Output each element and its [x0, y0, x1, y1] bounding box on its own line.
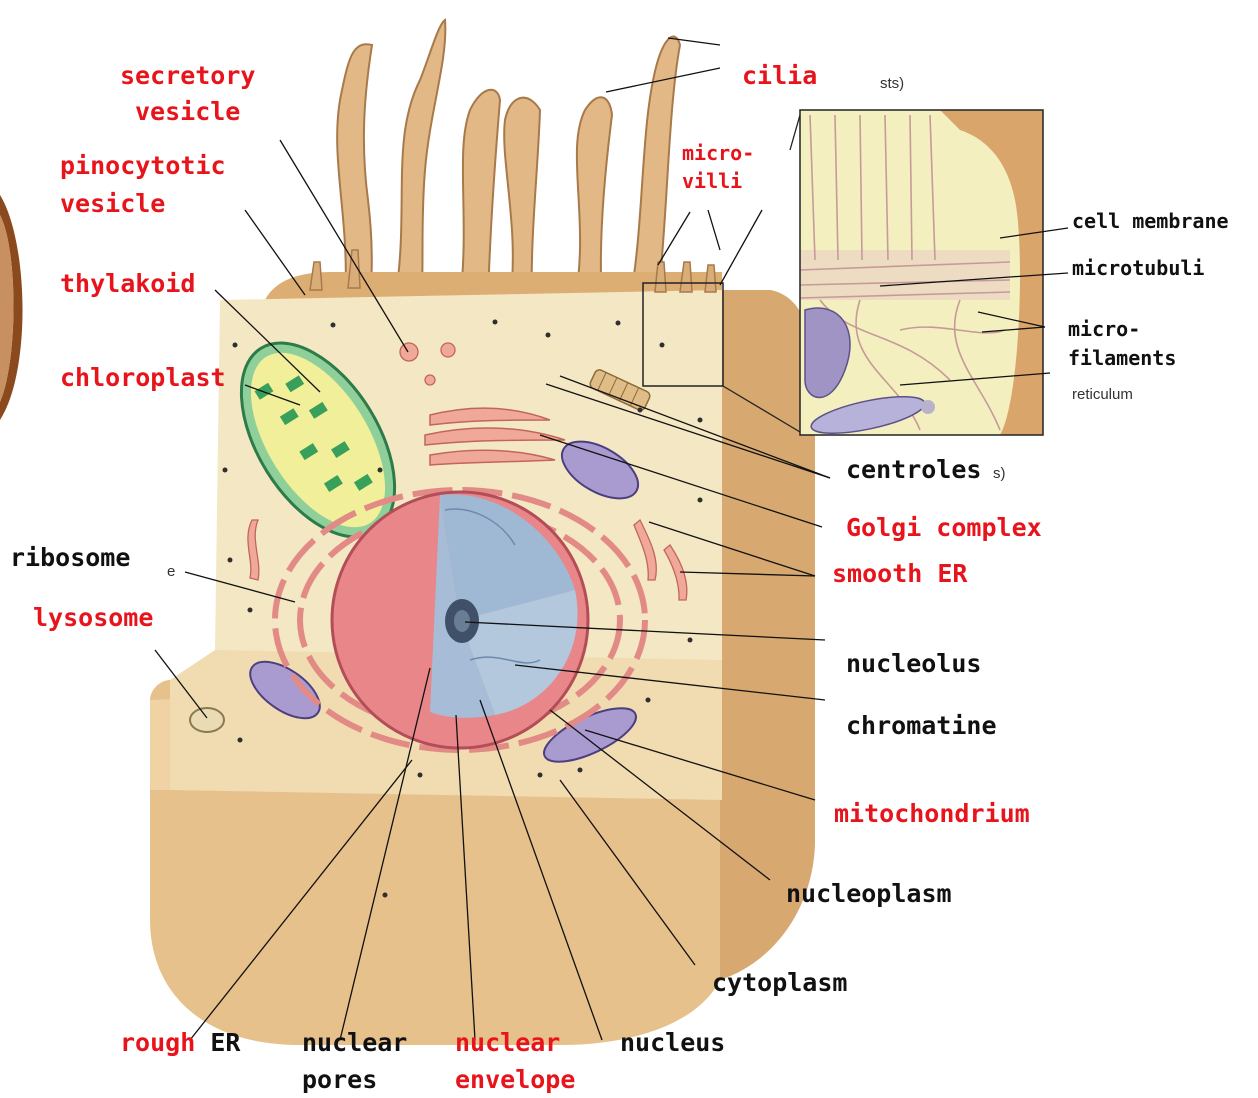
ribosome-suffix-fragment: e: [167, 563, 175, 581]
label-rough-er-black-part: ER: [210, 1028, 240, 1057]
label-rough-er: rough ER: [120, 1025, 240, 1061]
label-microvilli-line2: villi: [682, 168, 742, 195]
label-mitochondrium: mitochondrium: [834, 796, 1030, 832]
label-nuclear-pores-line1: nuclear: [302, 1025, 407, 1061]
label-microvilli-line1: micro-: [682, 140, 754, 167]
label-microfilaments-line2: filaments: [1068, 345, 1176, 372]
label-lysosome: lysosome: [33, 600, 153, 636]
label-nucleus: nucleus: [620, 1025, 725, 1061]
label-secretory-vesicle-line2: vesicle: [135, 94, 240, 130]
label-nucleolus: nucleolus: [846, 646, 981, 682]
label-ribosome: ribosome: [10, 540, 130, 576]
label-centroles: centroles: [846, 452, 981, 488]
cytoskeleton-inset: [800, 110, 1043, 441]
inset-title-fragment: sts): [880, 75, 904, 93]
label-microfilaments-line1: micro-: [1068, 316, 1140, 343]
label-smooth-er: smooth ER: [832, 556, 967, 592]
cilia-projections: [337, 20, 680, 305]
label-nuclear-pores-line2: pores: [302, 1062, 377, 1098]
label-secretory-vesicle-line1: secretory: [120, 58, 255, 94]
centroles-suffix-fragment: s): [993, 465, 1006, 483]
label-golgi-complex: Golgi complex: [846, 510, 1042, 546]
label-microtubuli: microtubuli: [1072, 255, 1204, 282]
label-nuclear-envelope-line2: envelope: [455, 1062, 575, 1098]
nucleus-organelle: [332, 492, 588, 748]
label-thylakoid: thylakoid: [60, 266, 195, 302]
label-pinocytotic-vesicle-line2: vesicle: [60, 186, 165, 222]
label-nucleoplasm: nucleoplasm: [786, 876, 952, 912]
lysosome-organelle: [190, 708, 224, 732]
label-pinocytotic-vesicle-line1: pinocytotic: [60, 148, 226, 184]
label-chloroplast: chloroplast: [60, 360, 226, 396]
label-nuclear-envelope-line1: nuclear: [455, 1025, 560, 1061]
label-cilia: cilia: [742, 58, 817, 94]
inset-reticulum-fragment: reticulum: [1072, 386, 1133, 404]
label-chromatine: chromatine: [846, 708, 997, 744]
label-cell-membrane: cell membrane: [1072, 208, 1229, 235]
label-cytoplasm: cytoplasm: [712, 965, 847, 1001]
label-rough-er-red-part: rough: [120, 1028, 195, 1057]
